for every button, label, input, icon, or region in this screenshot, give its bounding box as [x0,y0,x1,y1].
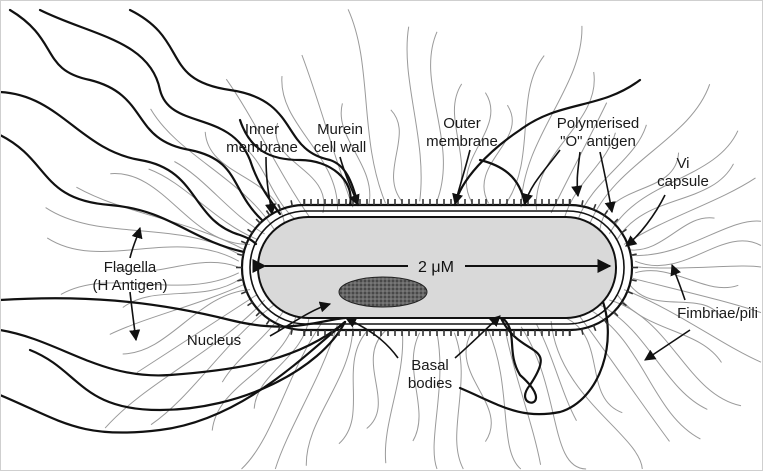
flagellum-5 [0,135,244,252]
nucleus-body [339,277,427,307]
fimbria [76,187,244,250]
o-antigen-spike [604,211,607,216]
fimbriae-arrow-down [645,330,690,360]
fimbria [434,333,440,469]
fimbria [174,162,264,235]
label-murein-1: Murein [317,121,363,138]
fimbria [151,305,274,425]
label-flagella-1: Flagella [104,259,157,276]
fimbria [636,266,761,268]
fimbria [454,333,463,469]
o-antigen-spike [248,229,253,232]
o-antigen-spike [593,325,595,331]
scale-label: 2 μM [418,259,454,276]
o-antigen-spike [266,320,269,325]
label-outer-membrane-1: Outer [443,115,481,132]
label-vi-2: capsule [657,173,709,190]
flagella-arrow-down [130,292,136,340]
flagellum-1 [10,10,262,220]
label-o-antigen-1: Polymerised [557,115,640,132]
fimbria [578,314,670,442]
label-fimbriae: Fimbriae/pili [677,305,758,322]
o-antigen-spike [627,291,633,293]
fimbria [635,271,738,288]
o-antigen-arrow-1 [525,150,560,204]
basal-arrow-2 [455,316,500,358]
label-o-antigen-2: "O" antigen [560,133,636,150]
fimbria [624,290,761,363]
o-antigen-spike [593,204,595,210]
flagella-arrow-up [130,228,140,258]
fimbria [348,9,385,203]
label-inner-membrane-2: membrane [226,139,298,156]
fimbria [339,329,369,444]
fimbria [589,84,709,224]
fimbria [565,318,622,413]
fimbriae-arrow-up [672,265,685,300]
fimbria [633,221,761,256]
label-flagella-2: (H Antigen) [92,277,167,294]
fimbria [466,332,491,442]
fimbria [431,32,444,201]
o-antigen-spike [278,204,280,210]
fimbria [391,110,403,202]
fimbria [589,309,700,439]
label-outer-membrane-2: membrane [426,133,498,150]
fimbria [407,27,421,202]
o-antigen-spike [241,241,247,243]
fimbria [367,331,386,429]
fimbria [489,331,521,469]
label-vi-1: Vi [676,155,689,172]
o-antigen-arrow-3 [600,152,612,212]
o-antigen-spike [256,219,260,223]
label-basal-1: Basal [411,357,449,374]
fimbria [635,241,761,266]
label-basal-2: bodies [408,375,452,392]
o-antigen-spike [248,302,253,305]
fimbria [600,153,679,230]
flagellum-9 [0,322,345,433]
label-inner-membrane-1: Inner [245,121,279,138]
label-murein-2: cell wall [314,139,367,156]
o-antigen-spike [256,312,260,316]
o-antigen-spike [266,211,269,216]
label-nucleus: Nucleus [187,332,241,349]
vi-capsule-arrow [626,195,665,246]
flagellum-2 [40,10,280,214]
o-antigen-spike [241,291,247,293]
